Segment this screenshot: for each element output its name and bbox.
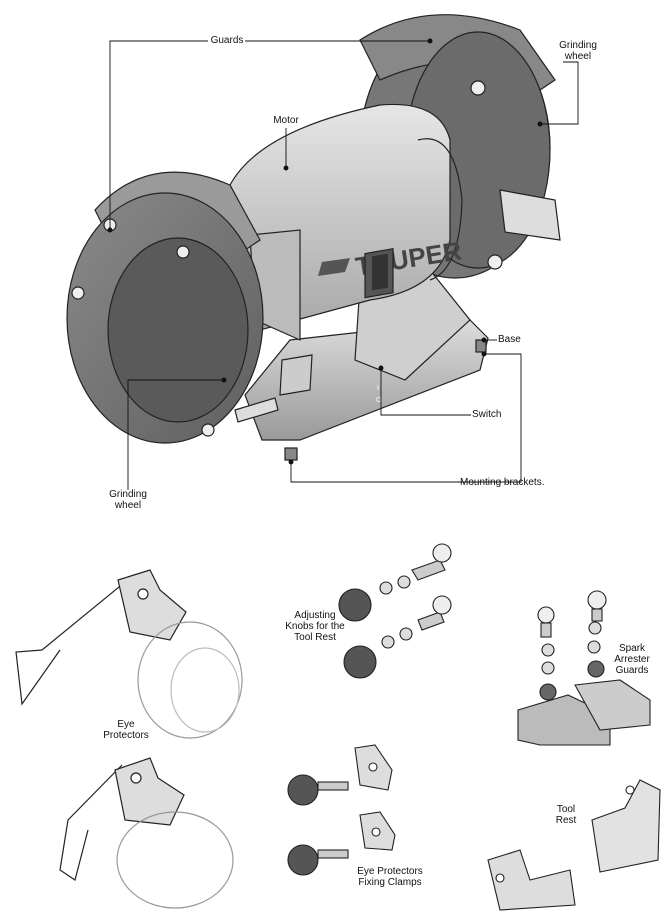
grinder-assembly: TRUPER I O	[66, 14, 561, 461]
spark-arrester-guards	[517, 590, 651, 746]
label-mounting-brackets: Mounting brackets.	[460, 477, 545, 488]
tool-rest	[487, 779, 661, 911]
left-grinding-wheel	[66, 171, 313, 444]
switch-off-mark: O	[376, 397, 382, 404]
label-base: Base	[498, 334, 521, 345]
eye-protector-bottom	[59, 757, 234, 909]
adjusting-knobs	[338, 543, 452, 679]
label-switch: Switch	[472, 409, 502, 420]
label-guards: Guards	[210, 35, 244, 46]
label-motor: Motor	[273, 115, 299, 126]
leader-lines	[107, 38, 579, 490]
eye-protector-top	[15, 569, 243, 739]
switch-on-mark: I	[377, 385, 379, 392]
eye-protector-clamps	[287, 744, 396, 876]
power-switch: I O	[364, 247, 394, 404]
